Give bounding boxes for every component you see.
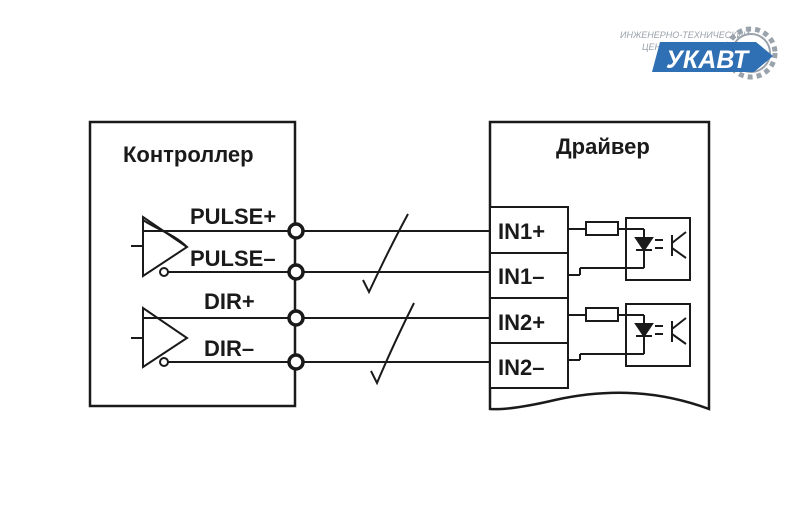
pin-label-in1-plus: IN1+ — [498, 219, 545, 244]
led-1-icon — [634, 237, 654, 252]
logo-badge — [652, 42, 773, 72]
company-logo: ИНЖЕНЕРНО-ТЕХНИЧЕСКИЙ ЦЕНТР УКАВТ — [620, 26, 778, 80]
pin-label-dir-minus: DIR– — [204, 336, 254, 361]
pin-label-dir-plus: DIR+ — [204, 289, 255, 314]
resistor-1-icon — [585, 221, 619, 236]
driver-box — [488, 120, 711, 411]
pin-label-in1-minus: IN1– — [498, 264, 544, 289]
driver-terminal-block — [489, 206, 569, 389]
optocoupler-circuit-2 — [568, 303, 691, 367]
logo-line1: ИНЖЕНЕРНО-ТЕХНИЧЕСКИЙ — [620, 29, 750, 40]
line-driver-dir — [131, 306, 290, 369]
optocoupler-2-icon — [625, 303, 691, 367]
line-driver-pulse — [131, 215, 290, 278]
terminal-pulse-plus — [287, 222, 305, 240]
pin-label-pulse-minus: PULSE– — [190, 246, 276, 271]
driver-title: Драйвер — [556, 134, 650, 159]
terminals — [287, 222, 305, 371]
logo-brand: УКАВТ — [666, 46, 751, 74]
optocoupler-circuit-1 — [568, 217, 691, 281]
signal-wires — [296, 230, 490, 363]
optocoupler-1-icon — [625, 217, 691, 281]
pin-label-pulse-plus: PULSE+ — [190, 204, 276, 229]
twisted-pair-symbol-pulse — [362, 213, 409, 295]
terminal-dir-minus — [287, 353, 305, 371]
led-2-icon — [634, 323, 654, 338]
resistor-2-icon — [585, 307, 619, 322]
logo-line2: ЦЕНТР — [642, 42, 673, 52]
terminal-pulse-minus — [287, 263, 305, 281]
terminal-dir-plus — [287, 309, 305, 327]
pin-label-in2-minus: IN2– — [498, 355, 544, 380]
twisted-pair-symbol-dir — [370, 302, 415, 386]
pin-label-in2-plus: IN2+ — [498, 310, 545, 335]
controller-title: Контроллер — [123, 142, 254, 167]
